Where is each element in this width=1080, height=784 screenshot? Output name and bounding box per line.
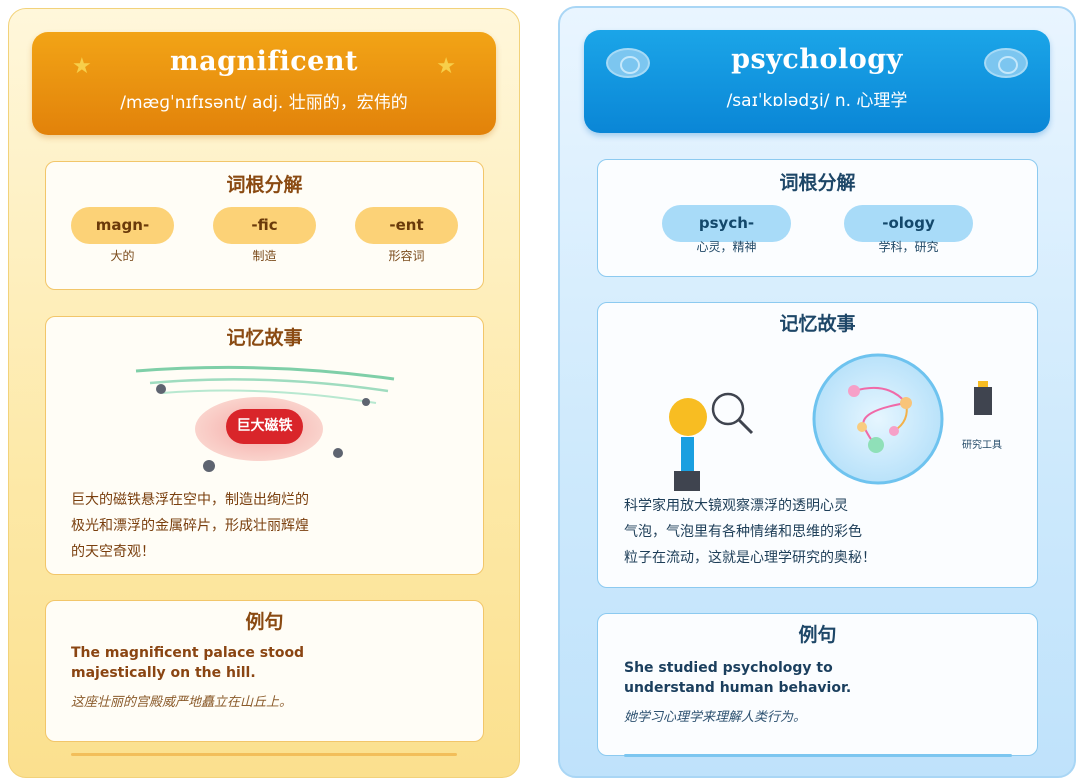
word-title: psychology [731, 44, 903, 75]
word-title: magnificent [170, 46, 358, 77]
root-meaning: 形容词 [388, 249, 425, 263]
scientist-magnifier-illustration [669, 353, 992, 491]
root-meaning: 心灵，精神 [696, 240, 757, 254]
word-header: psychology /saɪˈkɒlədʒi/ n. 心理学 [584, 30, 1050, 133]
star-icon: ★ [436, 54, 456, 79]
example-sentence-en: understand human behavior. [624, 680, 852, 696]
word-header: ★ ★ magnificent /mæɡˈnɪfɪsənt/ adj. 壮丽的，… [32, 32, 496, 135]
story-panel: 记忆故事 [597, 302, 1038, 588]
word-card-psychology: psychology /saɪˈkɒlədʒi/ n. 心理学 词根分解 psy… [558, 6, 1076, 778]
example-sentence-zh: 她学习心理学来理解人类行为。 [624, 710, 807, 725]
divider [71, 753, 457, 756]
root-pill: -ent [355, 207, 458, 244]
roots-panel: 词根分解 magn- 大的 -fic 制造 -ent 形容词 [45, 161, 484, 290]
example-sentence-en: The magnificent palace stood [71, 645, 305, 661]
example-sentence-zh: 这座壮丽的宫殿威严地矗立在山丘上。 [71, 695, 293, 710]
word-card-magnificent: ★ ★ magnificent /mæɡˈnɪfɪsənt/ adj. 壮丽的，… [8, 8, 520, 778]
example-panel: 例句 The magnificent palace stood majestic… [45, 600, 484, 742]
root-pill: psych- [662, 205, 791, 242]
story-title: 记忆故事 [226, 327, 303, 349]
roots-panel: 词根分解 psych- 心灵，精神 -ology 学科，研究 [597, 159, 1038, 277]
word-phonetic: /mæɡˈnɪfɪsənt/ adj. 壮丽的，宏伟的 [120, 93, 408, 113]
story-panel: 记忆故事 巨大磁铁 巨大的磁铁悬浮在空中，制造出绚烂的 极光和漂浮的金属碎片，形… [45, 316, 484, 575]
example-sentence-en: majestically on the hill. [71, 665, 256, 681]
tool-label: 研究工具 [962, 440, 1002, 451]
story-title: 记忆故事 [779, 313, 856, 335]
brain-bubble-icon [606, 48, 650, 78]
roots-title: 词根分解 [226, 174, 303, 196]
example-panel: 例句 She studied psychology to understand … [597, 613, 1038, 756]
root-pill: magn- [71, 207, 174, 244]
root-meaning: 学科，研究 [878, 240, 939, 254]
example-title: 例句 [245, 611, 284, 633]
story-line: 科学家用放大镜观察漂浮的透明心灵 [624, 498, 848, 514]
example-title: 例句 [798, 624, 837, 646]
story-line: 气泡，气泡里有各种情绪和思维的彩色 [624, 524, 862, 540]
star-icon: ★ [72, 54, 92, 79]
divider [624, 754, 1012, 757]
word-phonetic: /saɪˈkɒlədʒi/ n. 心理学 [726, 91, 908, 111]
root-meaning: 制造 [252, 249, 277, 263]
root-pill: -ology [844, 205, 973, 242]
magnet-label: 巨大磁铁 [226, 409, 303, 444]
root-meaning: 大的 [110, 249, 135, 263]
example-sentence-en: She studied psychology to [624, 660, 833, 676]
root-pill: -fic [213, 207, 316, 244]
story-line: 的天空奇观！ [71, 544, 155, 560]
story-line: 粒子在流动，这就是心理学研究的奥秘！ [624, 550, 876, 566]
story-line: 巨大的磁铁悬浮在空中，制造出绚烂的 [71, 492, 309, 508]
roots-title: 词根分解 [779, 172, 856, 194]
story-line: 极光和漂浮的金属碎片，形成壮丽辉煌 [71, 518, 309, 534]
brain-bubble-icon [984, 48, 1028, 78]
